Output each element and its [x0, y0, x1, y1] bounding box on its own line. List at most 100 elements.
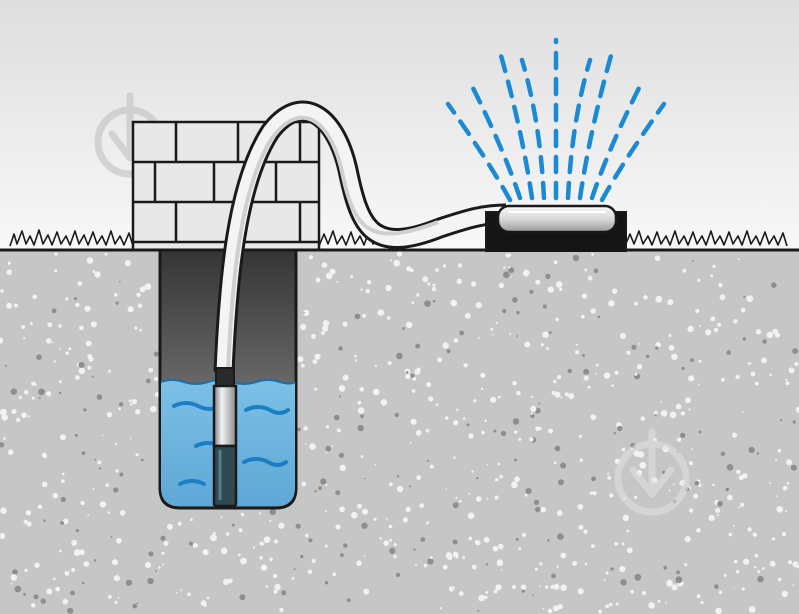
ground-speckle [778, 577, 782, 582]
ground-speckle [655, 295, 663, 303]
ground-speckle [634, 301, 638, 306]
ground-speckle [302, 309, 310, 317]
ground-speckle [792, 561, 799, 568]
ground-speckle [560, 552, 567, 559]
ground-speckle [343, 543, 348, 548]
ground-speckle [792, 584, 795, 587]
ground-speckle [595, 363, 599, 367]
ground-speckle [314, 490, 317, 493]
ground-speckle [393, 554, 397, 559]
ground-speckle [468, 536, 473, 541]
ground-speckle [415, 343, 421, 349]
ground-speckle [237, 553, 241, 557]
ground-speckle [94, 271, 101, 278]
ground-speckle [40, 598, 46, 604]
ground-speckle [13, 303, 18, 308]
ground-speckle [351, 511, 358, 519]
ground-speckle [614, 370, 619, 375]
ground-speckle [754, 553, 759, 558]
ground-speckle [308, 255, 313, 260]
ground-speckle [785, 378, 788, 381]
ground-speckle [279, 607, 284, 613]
ground-speckle [432, 299, 436, 303]
ground-speckle [6, 269, 12, 276]
ground-speckle [717, 501, 723, 507]
ground-speckle [577, 588, 584, 595]
ground-speckle [660, 410, 668, 417]
ground-speckle [577, 503, 584, 510]
ground-speckle [177, 521, 182, 526]
ground-speckle [597, 315, 601, 319]
ground-speckle [502, 308, 507, 314]
ground-speckle [608, 300, 615, 307]
ground-speckle [524, 493, 528, 497]
ground-speckle [303, 312, 305, 314]
ground-speckle [551, 390, 556, 396]
ground-speckle [94, 458, 97, 461]
ground-speckle [158, 566, 161, 569]
ground-speckle [466, 423, 470, 427]
ground-speckle [698, 383, 700, 386]
ground-speckle [496, 559, 504, 567]
ground-speckle [38, 388, 45, 396]
ground-speckle [336, 280, 339, 283]
ground-speckle [583, 375, 589, 381]
ground-speckle [135, 409, 141, 415]
ground-speckle [453, 456, 456, 459]
ground-speckle [442, 564, 448, 570]
ground-speckle [735, 570, 740, 574]
ground-speckle [733, 524, 735, 527]
ground-speckle [471, 564, 477, 570]
ground-speckle [443, 264, 447, 268]
ground-speckle [187, 592, 191, 597]
ground-speckle [180, 589, 182, 592]
ground-speckle [769, 560, 776, 567]
ground-speckle [380, 399, 388, 406]
ground-speckle [609, 493, 614, 498]
ground-speckle [396, 352, 403, 360]
ground-speckle [417, 367, 421, 372]
ground-speckle [386, 316, 391, 320]
ground-speckle [522, 269, 530, 277]
ground-speckle [31, 603, 36, 608]
ground-speckle [794, 361, 799, 367]
ground-speckle [21, 412, 27, 419]
ground-speckle [350, 275, 354, 279]
ground-speckle [590, 544, 595, 548]
ground-speckle [426, 382, 432, 388]
ground-speckle [389, 482, 393, 487]
ground-speckle [741, 410, 744, 413]
ground-speckle [553, 461, 557, 465]
ground-speckle [619, 566, 626, 573]
ground-speckle [688, 375, 695, 382]
ground-speckle [295, 523, 301, 529]
ground-speckle [456, 408, 459, 412]
ground-speckle [761, 357, 767, 364]
ground-speckle [554, 391, 561, 398]
ground-speckle [333, 414, 340, 421]
ground-speckle [166, 523, 173, 530]
ground-speckle [671, 353, 678, 360]
ground-speckle [361, 522, 368, 529]
ground-speckle [669, 411, 677, 419]
ground-speckle [335, 524, 341, 530]
ground-speckle [437, 357, 443, 363]
ground-speckle [708, 514, 715, 522]
ground-speckle [393, 259, 401, 267]
ground-speckle [540, 343, 544, 347]
ground-speckle [269, 557, 273, 562]
ground-speckle [643, 295, 648, 300]
ground-speckle [360, 455, 364, 459]
ground-speckle [718, 282, 723, 288]
ground-speckle [529, 289, 534, 294]
ground-speckle [73, 549, 81, 556]
ground-speckle [135, 453, 139, 457]
ground-speckle [684, 563, 688, 567]
ground-speckle [733, 319, 738, 324]
ground-speckle [60, 434, 66, 441]
ground-speckle [605, 571, 609, 575]
ground-speckle [363, 588, 370, 595]
ground-speckle [75, 375, 80, 380]
ground-speckle [130, 402, 133, 406]
ground-speckle [655, 342, 661, 348]
